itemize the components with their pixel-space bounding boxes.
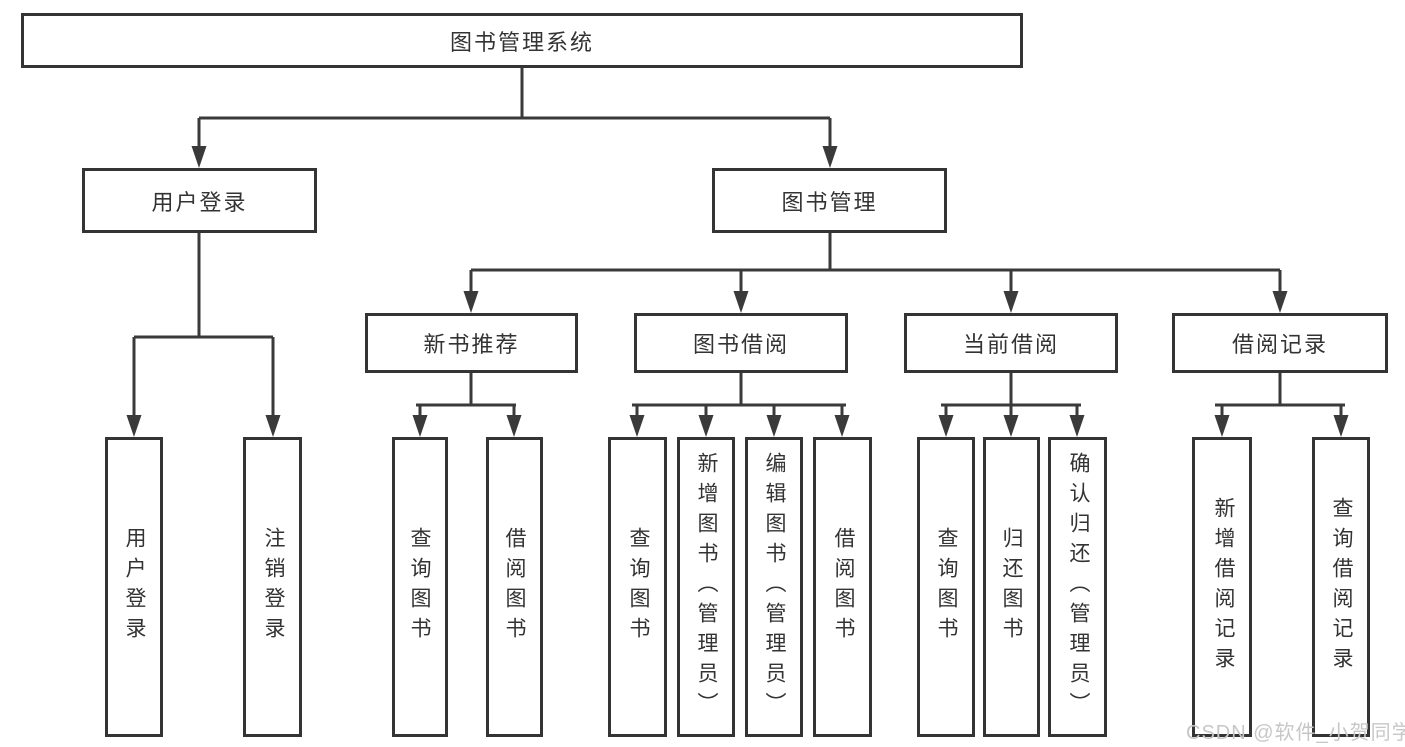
node-book-borrow: 图书借阅 [634,313,848,373]
leaf-br-add-record: 新增借阅记录 [1192,437,1252,737]
node-user-login: 用户登录 [82,168,317,233]
arrow-down-icon [191,146,207,168]
arrow-down-icon [463,291,479,313]
node-borrow-records: 借阅记录 [1172,313,1388,373]
connector-path [132,68,1345,419]
arrow-down-icon [1069,415,1085,437]
leaf-user-login: 用户登录 [105,437,163,737]
arrow-down-icon [1003,415,1019,437]
leaf-bb-query-books: 查询图书 [608,437,667,737]
arrow-down-icon [1003,291,1019,313]
leaf-br-query-record: 查询借阅记录 [1312,437,1370,737]
arrow-down-icon [1333,415,1349,437]
arrow-down-icon [733,291,749,313]
arrow-down-icon [629,415,645,437]
leaf-bb-borrow-books: 借阅图书 [813,437,872,737]
arrow-down-icon [126,415,142,437]
leaf-cb-confirm-return-admin: 确认归还（管理员） [1048,437,1107,737]
leaf-cb-return-books: 归还图书 [983,437,1040,737]
leaf-nbr-borrow-books: 借阅图书 [486,437,543,737]
leaf-nbr-query-books: 查询图书 [392,437,448,737]
arrow-down-icon [834,415,850,437]
arrow-down-icon [1272,291,1288,313]
arrow-down-icon [1214,415,1230,437]
node-root: 图书管理系统 [21,13,1023,68]
leaf-cb-query-books: 查询图书 [917,437,975,737]
arrow-down-icon [766,415,782,437]
node-new-book-recommend: 新书推荐 [365,313,578,373]
arrow-down-icon [698,415,714,437]
leaf-bb-edit-books-admin: 编辑图书（管理员） [745,437,803,737]
node-book-management: 图书管理 [712,168,947,233]
arrow-down-icon [506,415,522,437]
leaf-bb-add-books-admin: 新增图书（管理员） [677,437,735,737]
arrow-down-icon [822,146,838,168]
watermark-text: CSDN @软件_小贺同学 [1186,722,1405,744]
leaf-logout: 注销登录 [243,437,302,737]
arrow-down-icon [265,415,281,437]
arrow-down-icon [412,415,428,437]
node-current-borrow: 当前借阅 [904,313,1118,373]
arrowheads [126,146,1349,437]
arrow-down-icon [938,415,954,437]
